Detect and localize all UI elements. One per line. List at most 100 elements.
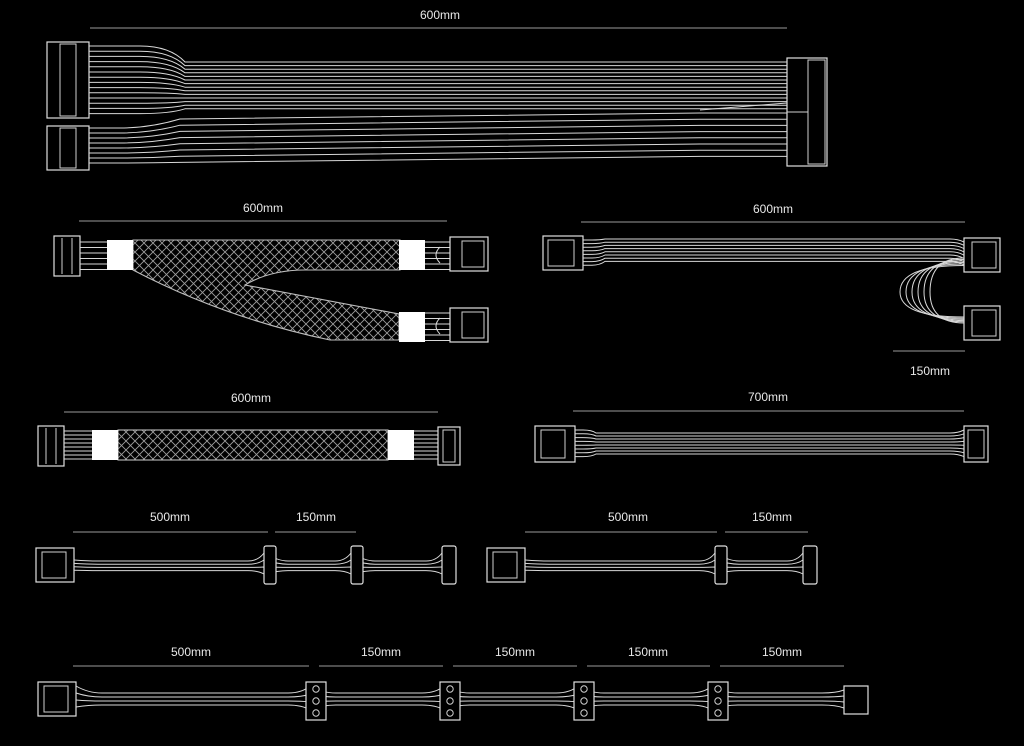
molex-pin [580, 709, 588, 717]
wire [89, 45, 787, 63]
molex-cable: 500mm 150mm 150mm 150mm 150mm [37, 645, 869, 721]
sata-cable-a: 500mm 150mm [35, 510, 457, 585]
sata-plug [714, 545, 728, 585]
dimension-label: 500mm [150, 510, 190, 524]
wire [575, 433, 965, 437]
heatshrink [92, 430, 118, 460]
atx-connector-left-top [46, 41, 90, 119]
wire [583, 248, 965, 253]
pcie-connector-right-bottom [963, 305, 1001, 341]
heatshrink [399, 240, 425, 270]
heatshrink [107, 240, 133, 270]
pcie-connector-right-bottom [449, 307, 489, 343]
molex-pin [714, 697, 722, 705]
wire [89, 108, 787, 115]
wire [73, 569, 443, 575]
wire [89, 61, 787, 74]
wire [89, 143, 787, 154]
dimension-label: 600mm [243, 201, 283, 215]
eps-connector-right [437, 426, 461, 466]
pcie-connector-right-top [449, 236, 489, 272]
dimension-label: 600mm [753, 202, 793, 216]
pcie-connector-left [542, 235, 584, 271]
molex-pin [446, 697, 454, 705]
wire [89, 124, 787, 139]
wire [89, 112, 787, 129]
molex-pin [580, 697, 588, 705]
heatshrink [399, 312, 425, 342]
wire [524, 569, 804, 575]
wire [89, 55, 787, 70]
dimension-label: 600mm [420, 8, 460, 22]
wire [575, 447, 965, 450]
molex-pin [312, 709, 320, 717]
wire [583, 251, 965, 256]
dimension-label: 150mm [296, 510, 336, 524]
wire [89, 71, 787, 81]
wire [73, 566, 443, 568]
pcie-split-flat-cable: 600mm 150mm [542, 202, 1001, 378]
eps-connector-left [534, 425, 576, 463]
sata-plug [263, 545, 277, 585]
wire [89, 118, 787, 134]
wire [89, 87, 787, 92]
molex-pin [446, 709, 454, 717]
dimension-label: 150mm [910, 364, 950, 378]
floppy-connector [843, 685, 869, 715]
dimension-label: 150mm [752, 510, 792, 524]
molex-pin [714, 685, 722, 693]
dimension-label: 500mm [608, 510, 648, 524]
wire [583, 241, 965, 246]
pcie-connector-right-top [963, 237, 1001, 273]
wire [524, 552, 804, 562]
sata-plug [802, 545, 818, 585]
wire [89, 50, 787, 67]
sata-plug [350, 545, 364, 585]
pcie-split-sleeved-cable: 600mm [53, 201, 489, 343]
molex-pin [446, 685, 454, 693]
wire [575, 450, 965, 454]
wire [524, 566, 804, 568]
wire [89, 76, 787, 85]
molex-pin [312, 685, 320, 693]
wire [73, 552, 443, 562]
wire [89, 81, 787, 88]
wire [699, 102, 788, 111]
wire [73, 559, 443, 565]
sata-plug [441, 545, 457, 585]
molex-plug [573, 681, 595, 721]
molex-pin [580, 685, 588, 693]
dimension-label: 700mm [748, 390, 788, 404]
wire [89, 149, 787, 159]
dimension-label: 150mm [762, 645, 802, 659]
atx-connector-left-bottom [46, 125, 90, 171]
heatshrink [388, 430, 414, 460]
wire [89, 131, 787, 144]
wire [583, 260, 965, 266]
dimension-label: 150mm [361, 645, 401, 659]
wire [583, 254, 965, 259]
wire [89, 66, 787, 77]
eps-sleeved-cable: 600mm [37, 391, 461, 467]
molex-pin [312, 697, 320, 705]
dimension-label: 150mm [628, 645, 668, 659]
pcie-connector-left [53, 235, 81, 277]
wire [89, 92, 787, 95]
dimension-label: 500mm [171, 645, 211, 659]
molex-plug [439, 681, 461, 721]
wire [899, 265, 965, 318]
atx-24pin-cable: 600mm [46, 8, 828, 171]
wire [583, 244, 965, 250]
wire [575, 440, 965, 443]
wire [905, 263, 965, 319]
wire [583, 238, 965, 243]
dimension-label: 150mm [495, 645, 535, 659]
wire [89, 137, 787, 149]
molex-pin [714, 709, 722, 717]
molex-plug [707, 681, 729, 721]
wire [89, 104, 787, 109]
wire [575, 453, 965, 458]
dimension-label: 600mm [231, 391, 271, 405]
